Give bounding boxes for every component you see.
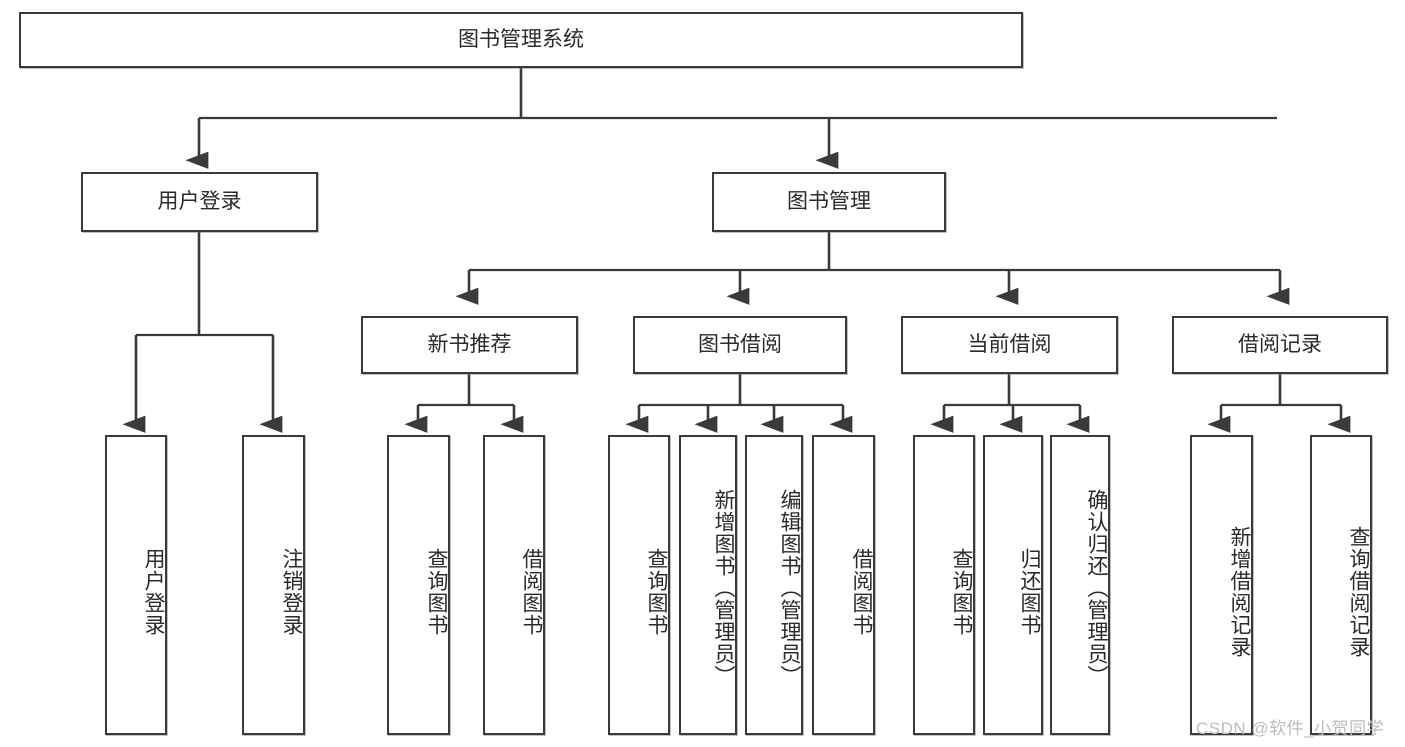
node-borrow-record-label: 借阅记录 [1238, 332, 1322, 356]
node-leaf-edit-book[interactable]: 编辑图书（管理员） [745, 435, 803, 735]
node-book-manage[interactable]: 图书管理 [712, 172, 946, 232]
node-root-label: 图书管理系统 [458, 27, 584, 51]
node-leaf-query-borrow-record[interactable]: 查询借阅记录 [1310, 435, 1372, 735]
node-leaf-query-book-current-label: 查询图书 [950, 548, 973, 636]
node-book-borrow-label: 图书借阅 [698, 332, 782, 356]
node-leaf-user-logout[interactable]: 注销登录 [242, 435, 305, 735]
node-leaf-add-book[interactable]: 新增图书（管理员） [679, 435, 737, 735]
node-borrow-record[interactable]: 借阅记录 [1172, 316, 1388, 374]
node-leaf-return-book-label: 归还图书 [1018, 548, 1041, 636]
node-leaf-query-book-rec-label: 查询图书 [425, 548, 448, 636]
node-leaf-query-book-borrow-label: 查询图书 [645, 548, 668, 636]
node-leaf-borrow-book[interactable]: 借阅图书 [812, 435, 875, 735]
node-leaf-user-logout-label: 注销登录 [280, 548, 303, 636]
node-user-login-label: 用户登录 [157, 189, 242, 213]
csdn-watermark: CSDN @软件_小贺同学 [1196, 719, 1385, 738]
node-leaf-add-borrow-record-label: 新增借阅记录 [1228, 526, 1251, 658]
node-leaf-borrow-book-rec[interactable]: 借阅图书 [483, 435, 545, 735]
node-leaf-add-book-label: 新增图书（管理员） [712, 489, 735, 687]
node-leaf-query-book-current[interactable]: 查询图书 [913, 435, 975, 735]
node-leaf-query-book-borrow[interactable]: 查询图书 [608, 435, 670, 735]
node-new-book-rec[interactable]: 新书推荐 [361, 316, 578, 374]
node-leaf-user-login-label: 用户登录 [142, 548, 165, 636]
node-book-manage-label: 图书管理 [787, 189, 871, 213]
node-root[interactable]: 图书管理系统 [19, 12, 1023, 68]
node-leaf-user-login[interactable]: 用户登录 [105, 435, 167, 735]
node-user-login[interactable]: 用户登录 [81, 172, 318, 232]
node-leaf-edit-book-label: 编辑图书（管理员） [778, 489, 801, 687]
node-new-book-rec-label: 新书推荐 [427, 332, 512, 356]
node-leaf-query-borrow-record-label: 查询借阅记录 [1347, 526, 1370, 658]
node-leaf-confirm-return[interactable]: 确认归还（管理员） [1050, 435, 1110, 735]
node-book-borrow[interactable]: 图书借阅 [633, 316, 847, 374]
node-leaf-borrow-book-rec-label: 借阅图书 [520, 548, 543, 636]
node-leaf-borrow-book-label: 借阅图书 [850, 548, 873, 636]
node-leaf-add-borrow-record[interactable]: 新增借阅记录 [1190, 435, 1253, 735]
node-current-borrow[interactable]: 当前借阅 [901, 316, 1118, 374]
node-leaf-query-book-rec[interactable]: 查询图书 [387, 435, 450, 735]
node-leaf-confirm-return-label: 确认归还（管理员） [1085, 489, 1108, 687]
node-current-borrow-label: 当前借阅 [967, 332, 1052, 356]
node-leaf-return-book[interactable]: 归还图书 [983, 435, 1043, 735]
